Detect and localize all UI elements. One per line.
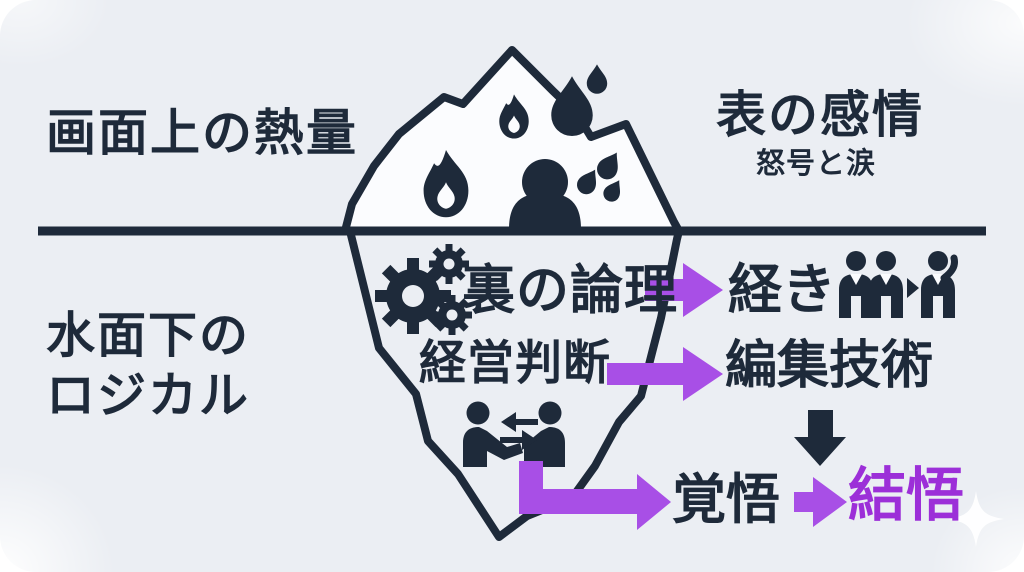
sparkle-icon [948, 491, 1004, 547]
elbow-right-arrow [519, 461, 671, 530]
hidden-logic-label: 裏の論理 [462, 260, 678, 321]
result4-label: 結悟 [848, 461, 965, 529]
people-exchange-icon [463, 401, 565, 467]
gears-icon [375, 244, 472, 335]
management-decision-label: 経営判断 [419, 336, 611, 391]
underwater-left-label: 水面下の ロジカル [46, 306, 250, 426]
surface-right-sublabel: 怒号と涙 [756, 146, 877, 180]
water-drop-icon [586, 64, 608, 94]
water-drop-icon [551, 76, 593, 137]
underwater-left-line1: 水面下の [46, 307, 251, 364]
iceberg-above-water [341, 46, 683, 235]
surface-right-label: 表の感情 [716, 86, 924, 144]
surface-left-label: 画面上の熱量 [46, 104, 358, 162]
right-arrow [794, 477, 847, 527]
right-arrow [645, 263, 723, 317]
result2-label: 編集技術 [725, 336, 934, 396]
business-people-icon [839, 251, 958, 318]
person-silhouette-icon [509, 159, 581, 229]
right-arrow [607, 347, 723, 401]
result3-label: 覚悟 [672, 468, 780, 531]
underwater-left-line2: ロジカル [46, 367, 251, 424]
down-arrow [794, 410, 846, 466]
result1-label: 経き [728, 258, 836, 321]
